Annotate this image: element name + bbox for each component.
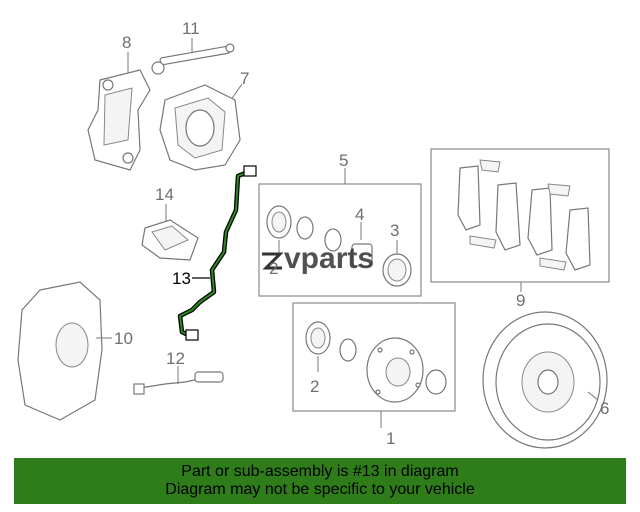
callout-12: 12 [166,349,185,368]
group-box-9 [430,148,610,292]
callout-2-lower: 2 [310,377,319,396]
part-2-seal-lower[interactable] [305,321,331,372]
group-box-1 [292,302,456,428]
part-4-nut[interactable] [351,222,373,267]
callout-14: 14 [155,185,174,204]
callout-10: 10 [114,329,133,348]
group-box-5 [258,168,422,297]
part-1-wheel-hub[interactable] [366,337,424,403]
callout-6: 6 [600,399,609,418]
part-8-caliper-bracket[interactable] [87,52,151,171]
part-14-bracket[interactable] [141,204,199,261]
part-11-bolt[interactable] [151,38,235,75]
banner-line-2: Diagram may not be specific to your vehi… [165,481,475,498]
callout-5: 5 [339,151,348,170]
watermark-text: vparts [284,242,374,275]
part-2-seal-upper[interactable] [266,205,292,256]
callout-4: 4 [355,205,364,224]
part-bearing-inner[interactable] [296,216,342,252]
watermark-logo: vparts [262,242,374,275]
banner-line-1: Part or sub-assembly is #13 in diagram [181,463,459,480]
callout-11: 11 [182,19,200,38]
part-7-brake-caliper[interactable] [159,83,243,171]
part-10-splash-shield[interactable] [17,281,112,421]
part-12-wear-sensor[interactable] [133,366,224,395]
callout-2-upper: 2 [269,259,278,278]
part-9-brake-pads[interactable] [457,159,591,271]
callout-9: 9 [516,291,525,310]
callout-3: 3 [390,221,399,240]
callout-1: 1 [386,429,395,448]
part-13-brake-sensor-wire[interactable] [177,165,257,341]
part-3-dust-cap[interactable] [382,240,412,287]
callout-13: 13 [172,269,191,288]
callout-7: 7 [240,69,249,88]
callout-8: 8 [122,33,131,52]
info-banner: Part or sub-assembly is #13 in diagram D… [14,458,626,504]
part-6-brake-rotor[interactable] [482,311,608,449]
parts-diagram: vparts 1 2 2 3 4 5 6 7 8 9 10 11 12 13 1… [17,19,610,449]
